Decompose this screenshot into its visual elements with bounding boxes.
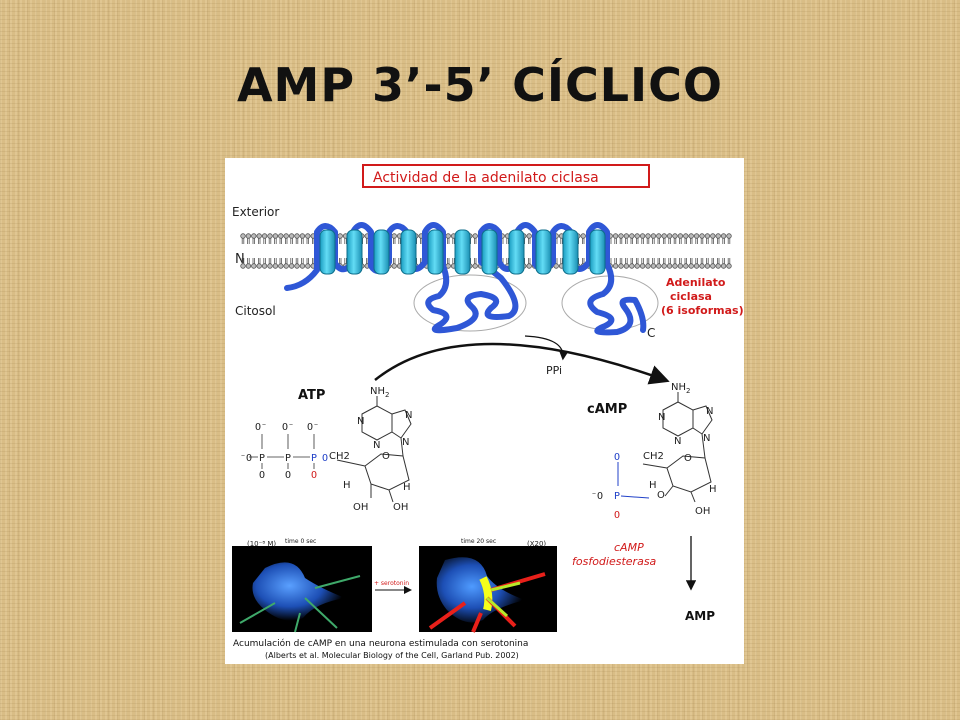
svg-text:O: O (311, 470, 317, 481)
svg-text:cAMP: cAMP (614, 541, 644, 554)
svg-text:ciclasa: ciclasa (670, 290, 712, 303)
svg-text:O: O (259, 470, 265, 481)
svg-text:P: P (311, 453, 317, 464)
ppi-release-arrow (524, 335, 569, 361)
caption-line-2: (Alberts et al. Molecular Biology of the… (265, 651, 519, 660)
svg-text:N: N (703, 433, 710, 444)
camp-phosphate: O ⁻O P O (591, 452, 620, 521)
svg-text:P: P (285, 453, 291, 464)
micrograph-before-conc: (10⁻⁸ M) (247, 540, 276, 548)
transmembrane-helices (319, 229, 606, 275)
svg-text:H: H (649, 480, 657, 491)
svg-text:H: H (709, 484, 717, 495)
atp-phosphates: ⁻O O⁻ O⁻ O⁻ P P P O O O O (240, 422, 328, 481)
svg-text:⁻O: ⁻O (591, 491, 603, 502)
svg-text:(6 isoformas): (6 isoformas) (661, 304, 744, 317)
camp-atoms: NH 2 N N N N CH2 O H H OH O (643, 382, 717, 517)
svg-text:O: O (382, 451, 390, 462)
svg-text:O: O (285, 470, 291, 481)
svg-text:N: N (405, 410, 412, 421)
slide-title: AMP 3’-5’ CÍCLICO (236, 58, 724, 112)
svg-text:O: O (322, 453, 328, 464)
svg-text:OH: OH (695, 506, 710, 517)
micrograph-after-mag: (X20) (527, 540, 546, 548)
adenylate-cyclase-figure: Actividad de la adenilato ciclasa Exteri… (225, 158, 744, 664)
svg-text:N: N (706, 406, 713, 417)
svg-text:2: 2 (686, 387, 690, 395)
figure-heading: Actividad de la adenilato ciclasa (373, 170, 599, 186)
svg-text:N: N (402, 437, 409, 448)
enzyme-label: Adenilato ciclasa (6 isoformas) (661, 276, 744, 317)
caption-line-1: Acumulación de cAMP en una neurona estim… (233, 638, 528, 649)
cytosolic-domain-1 (413, 274, 527, 332)
micrograph-before (232, 546, 372, 633)
svg-text:2: 2 (385, 391, 389, 399)
svg-text:CH2: CH2 (329, 451, 350, 462)
svg-text:O: O (614, 452, 620, 463)
reaction-arrow (374, 342, 670, 385)
pde-label: cAMP fosfodiesterasa (572, 541, 657, 568)
exterior-label: Exterior (232, 205, 279, 219)
camp-cyclic-ring (617, 462, 650, 499)
svg-text:N: N (373, 440, 380, 451)
serotonin-arrow-label: + serotonin (374, 580, 409, 587)
atp-bonds (249, 434, 315, 469)
svg-text:H: H (343, 480, 351, 491)
amp-label: AMP (685, 609, 715, 623)
atp-structure (336, 396, 412, 503)
svg-text:O⁻: O⁻ (282, 422, 294, 433)
atp-atoms: NH 2 N N N N CH2 O H H OH OH (329, 386, 412, 513)
figure-svg: Actividad de la adenilato ciclasa Exteri… (232, 164, 744, 660)
camp-structure (642, 392, 713, 503)
c-terminus-label: C (647, 326, 655, 340)
svg-text:⁻O: ⁻O (240, 453, 252, 464)
svg-text:O⁻: O⁻ (255, 422, 267, 433)
cytosol-label: Citosol (235, 304, 276, 318)
micrograph-before-time: time 0 sec (285, 538, 316, 545)
svg-text:OH: OH (353, 502, 368, 513)
svg-text:OH: OH (393, 502, 408, 513)
svg-text:CH2: CH2 (643, 451, 664, 462)
svg-text:fosfodiesterasa: fosfodiesterasa (572, 555, 657, 568)
svg-text:N: N (674, 436, 681, 447)
svg-text:P: P (614, 491, 620, 502)
svg-text:O: O (614, 510, 620, 521)
svg-text:N: N (658, 412, 665, 423)
svg-text:Adenilato: Adenilato (666, 276, 726, 289)
micrograph-after-time: time 20 sec (461, 538, 496, 545)
svg-text:O⁻: O⁻ (307, 422, 319, 433)
ppi-label: PPi (546, 364, 562, 377)
heading-box (362, 164, 650, 188)
atp-label: ATP (298, 388, 325, 403)
n-terminus-label: N (235, 252, 245, 267)
svg-text:O: O (657, 490, 665, 501)
svg-text:O: O (684, 453, 692, 464)
svg-text:NH: NH (671, 382, 686, 393)
camp-label: cAMP (587, 402, 627, 417)
svg-text:P: P (259, 453, 265, 464)
svg-text:H: H (403, 482, 411, 493)
svg-text:NH: NH (370, 386, 385, 397)
micrograph-after (419, 546, 557, 633)
svg-text:N: N (357, 416, 364, 427)
